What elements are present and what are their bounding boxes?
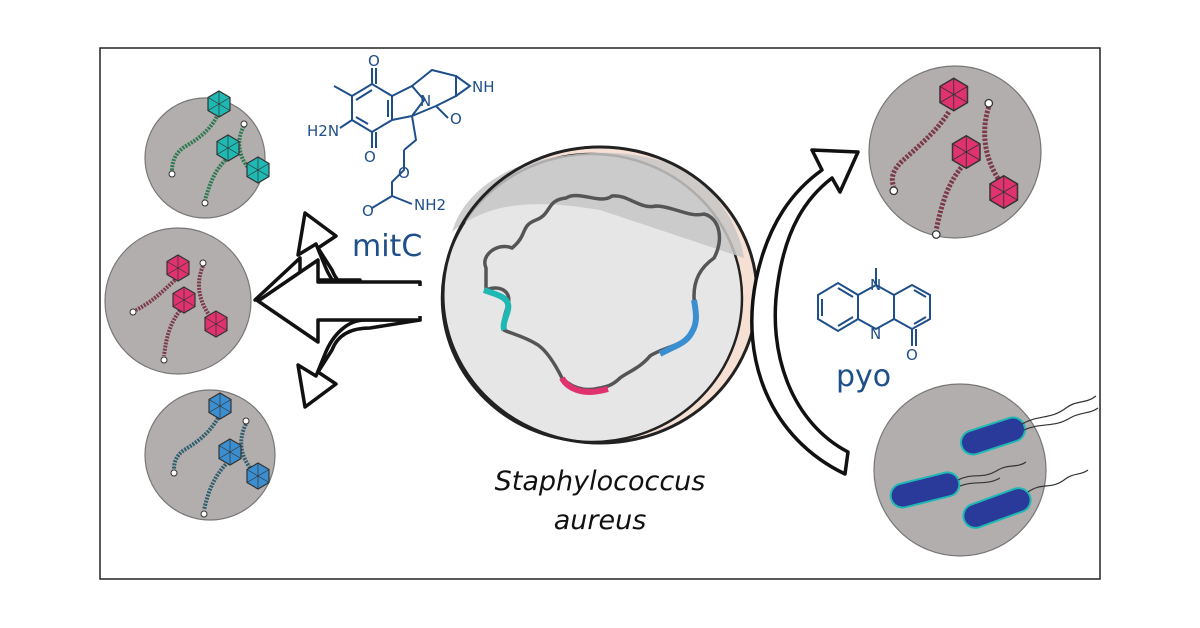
arrow-branch-bottom [296, 318, 422, 409]
atom-h2n: H2N [307, 122, 339, 140]
bacterium-cell [440, 145, 759, 445]
rod-bacterium-1 [960, 395, 1099, 456]
phage-icon-teal [168, 90, 270, 207]
atom-o: O [906, 346, 918, 364]
phage-icon-pink [129, 254, 228, 364]
atom-o4: O [362, 202, 374, 220]
bacteria-circle [873, 383, 1099, 557]
prophage-segment-teal [482, 287, 512, 331]
atom-ome: O [450, 110, 462, 128]
atom-n-top: N [870, 276, 881, 294]
atom-n-mid: N [870, 325, 881, 343]
atom-nh: NH [472, 78, 495, 96]
mitomycin-atoms: O O H2N N NH O O O NH2 [307, 52, 495, 220]
atom-nh2: NH2 [414, 196, 446, 214]
phage-circle-pink [104, 227, 252, 375]
rod-bacterium-2 [889, 461, 1027, 509]
atom-o2: O [364, 148, 376, 166]
organism-name-line1: Staphylococcus [495, 466, 706, 497]
atom-n: N [420, 92, 431, 110]
phage-circle-teal [144, 90, 270, 219]
prophage-segment-blue [658, 299, 699, 357]
atom-o1: O [368, 52, 380, 70]
pyocyanin-structure [817, 268, 931, 346]
middle-arrow-head [256, 258, 425, 344]
phage-icon-blue [170, 392, 270, 518]
prophage-segment-pink [559, 376, 609, 396]
pyocyanin-label: pyo [836, 359, 891, 394]
rod-bacterium-3 [962, 469, 1089, 529]
mitomycin-structure [333, 68, 472, 209]
atom-o3: O [398, 164, 410, 182]
pyocyanin-atoms: N N O [870, 276, 918, 364]
curved-arrow [750, 148, 860, 476]
organism-name-line2: aureus [554, 505, 647, 536]
phage-circle-blue [144, 389, 276, 521]
phage-icon-pink-large [889, 77, 1019, 239]
phage-circle-pink-large [868, 65, 1042, 239]
mitomycin-label: mitC [352, 229, 422, 264]
